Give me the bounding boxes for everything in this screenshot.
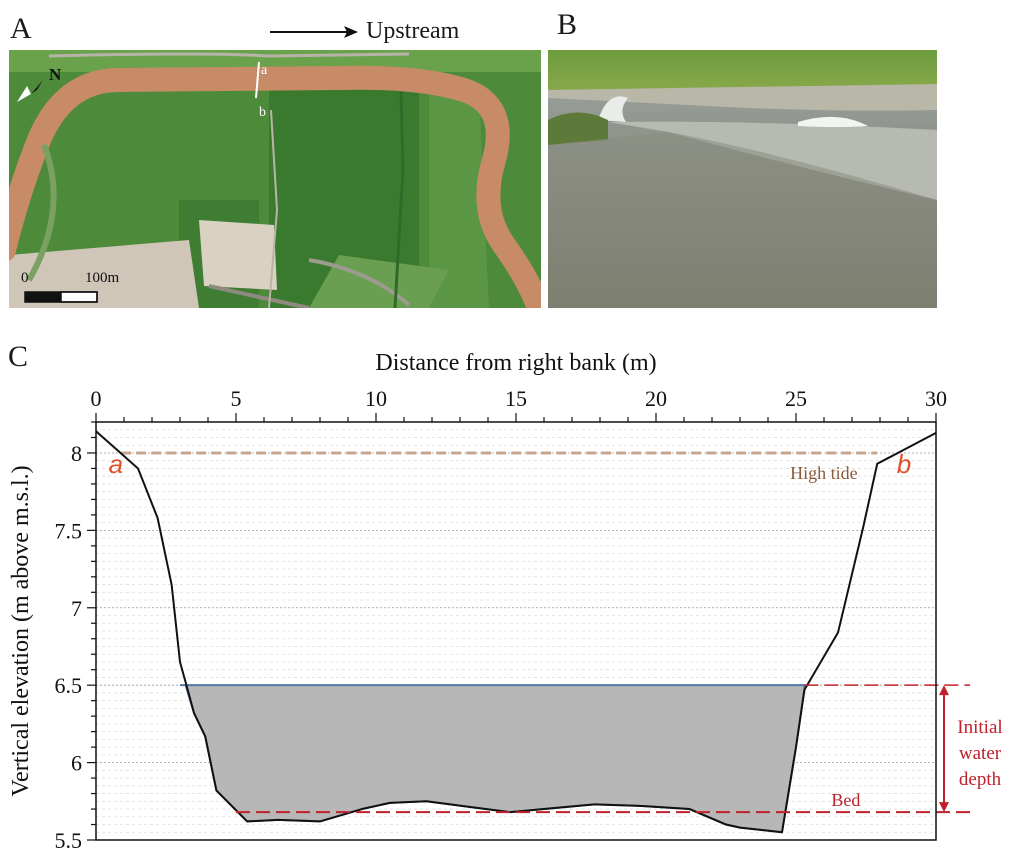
initial-depth-label-line: water	[959, 743, 1002, 764]
north-arrow-icon	[17, 80, 43, 102]
x-tick-label: 5	[231, 386, 242, 411]
y-tick-label: 7.5	[55, 518, 83, 543]
panel-label-c: C	[8, 340, 29, 373]
y-axis-title: Vertical elevation (m above m.s.l.)	[8, 465, 34, 796]
x-tick-label: 10	[365, 386, 387, 411]
depth-arrow-head-top	[939, 685, 949, 696]
initial-depth-label-line: Initial	[957, 717, 1002, 738]
bed-label: Bed	[831, 790, 860, 810]
y-tick-label: 6	[71, 751, 82, 776]
depth-arrow-head-bottom	[939, 802, 949, 813]
x-tick-label: 30	[925, 386, 947, 411]
north-label: N	[49, 65, 62, 84]
y-axis-ticks: 5.5 6 6.5 7 7.5 8	[55, 421, 96, 853]
upstream-label: Upstream	[366, 18, 460, 44]
panel-label-b: B	[557, 8, 578, 41]
map-point-b: b	[259, 105, 266, 120]
y-tick-label: 8	[71, 441, 82, 466]
aerial-photo: a b N 0 100m	[9, 50, 541, 308]
channel-profile-line	[95, 430, 937, 834]
panel-label-a: A	[10, 12, 32, 45]
initial-depth-label-line: depth	[959, 769, 1002, 790]
x-tick-label: 20	[645, 386, 667, 411]
arrow-right-icon	[270, 25, 358, 38]
initial-depth-label: Initial water depth	[957, 717, 1002, 790]
scale-start-label: 0	[21, 270, 29, 286]
cross-section-chart: 0 5 10 15 20 25 30 5.5 6 6.5 7 7.5 8 Distance from …	[8, 350, 1003, 853]
x-tick-label: 15	[505, 386, 527, 411]
point-b-label: b	[897, 449, 911, 479]
x-tick-label: 0	[91, 386, 102, 411]
upstream-indicator: Upstream	[268, 18, 459, 45]
point-a-label: a	[109, 449, 123, 479]
tidal-bore-photo	[548, 50, 937, 308]
map-point-a: a	[261, 63, 268, 78]
x-axis-ticks: 0 5 10 15 20 25 30	[91, 386, 947, 422]
y-tick-label: 7	[71, 596, 82, 621]
y-tick-label: 6.5	[55, 673, 83, 698]
y-tick-label: 5.5	[55, 828, 83, 853]
scale-bar	[24, 291, 98, 303]
initial-depth-arrow	[939, 685, 949, 813]
scale-end-label: 100m	[85, 270, 120, 286]
x-tick-label: 25	[785, 386, 807, 411]
x-axis-title: Distance from right bank (m)	[375, 350, 656, 376]
high-tide-label: High tide	[790, 463, 858, 483]
